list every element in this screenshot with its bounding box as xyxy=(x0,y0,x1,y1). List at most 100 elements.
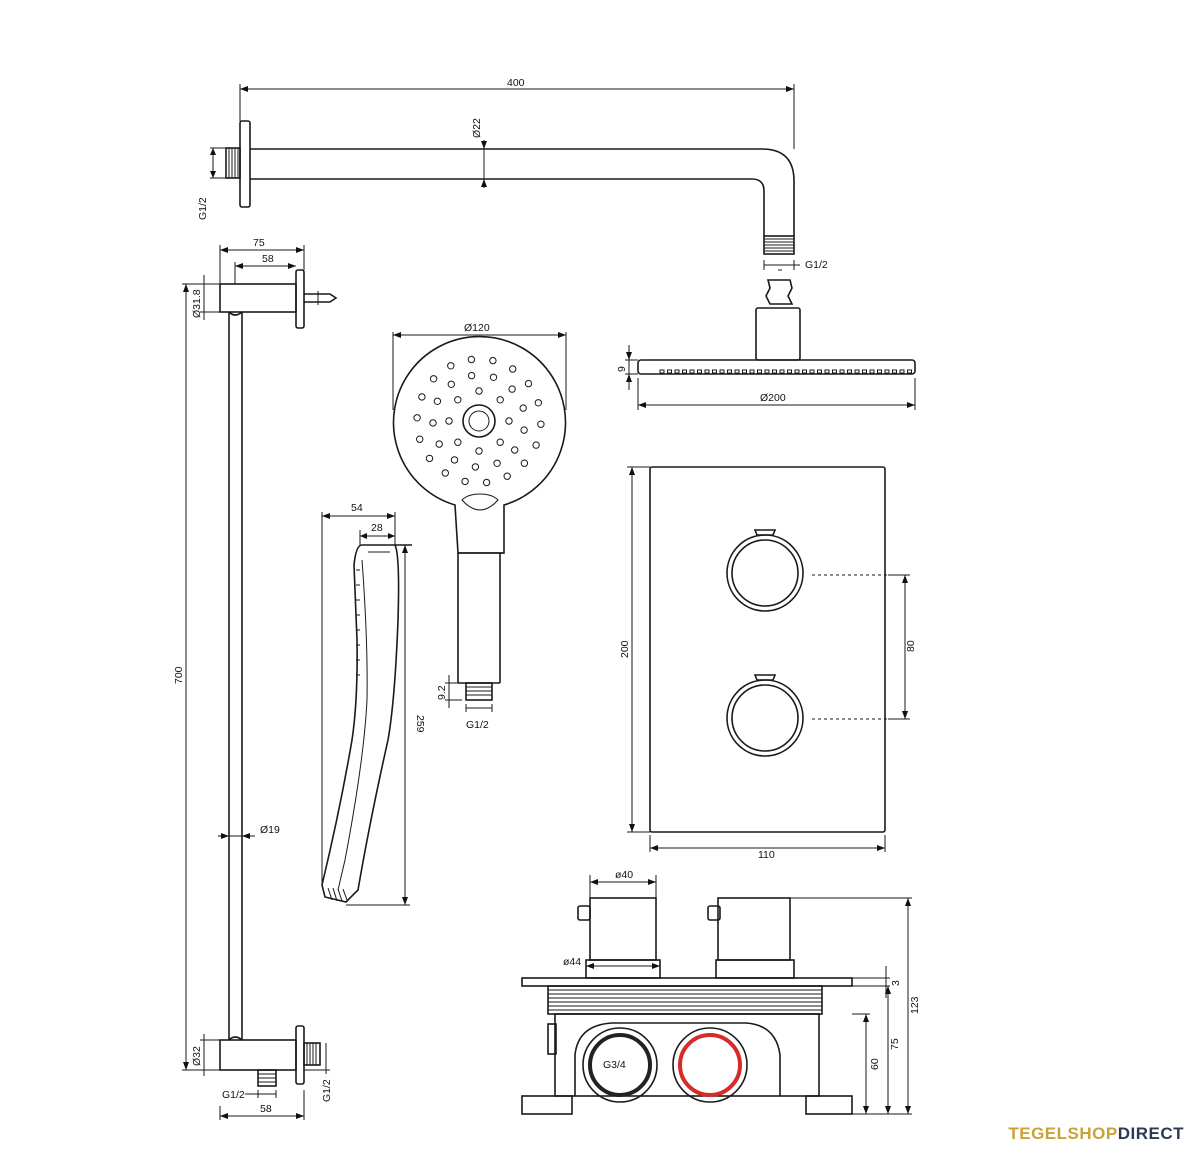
hand-length-label: 259 xyxy=(414,715,426,733)
head-nozzle xyxy=(884,369,890,374)
spray-nozzle xyxy=(467,355,476,364)
box-knob-diameter-label: ø40 xyxy=(615,869,633,881)
hand-conn-height-label: 9.2 xyxy=(436,685,448,700)
spray-nozzle xyxy=(471,463,480,471)
head-nozzle xyxy=(787,369,792,374)
head-nozzle xyxy=(907,369,912,374)
brand-part-1: TEGELSHOP xyxy=(1008,1124,1118,1143)
box-depth-label: 60 xyxy=(869,1058,881,1070)
spray-nozzle xyxy=(537,420,545,428)
spray-nozzle xyxy=(454,396,462,404)
arm-length-label: 400 xyxy=(507,77,525,89)
head-nozzle xyxy=(704,369,710,374)
box-flange-label: 3 xyxy=(890,980,902,986)
spray-nozzle xyxy=(447,380,455,388)
overhead-shower-head xyxy=(637,269,916,375)
head-nozzle xyxy=(877,369,882,374)
head-nozzle xyxy=(667,369,672,374)
hot-inlet-ring xyxy=(678,1033,742,1097)
spray-nozzle xyxy=(450,456,459,464)
arm-thread-label: G1/2 xyxy=(805,259,828,271)
spray-nozzle xyxy=(520,459,529,467)
concealed-box xyxy=(521,897,853,1115)
spray-nozzle xyxy=(418,393,426,401)
wall-thread-label: G1/2 xyxy=(197,197,209,220)
spray-nozzle xyxy=(496,438,504,446)
spray-nozzle xyxy=(461,477,469,486)
head-diameter-label: Ø200 xyxy=(760,392,786,404)
spray-nozzle xyxy=(429,419,437,427)
head-nozzle xyxy=(674,369,680,374)
head-nozzle xyxy=(689,369,695,374)
spray-nozzle xyxy=(482,478,491,487)
head-nozzle xyxy=(742,369,747,374)
spray-nozzle xyxy=(475,447,483,455)
spray-nozzle xyxy=(503,472,511,480)
spray-nozzle xyxy=(489,356,497,365)
plate-height-label: 200 xyxy=(619,640,631,658)
head-nozzle xyxy=(824,369,830,374)
head-nozzle xyxy=(659,369,665,374)
head-nozzle xyxy=(719,369,725,374)
brand-logo: TEGELSHOPDIRECT xyxy=(1008,1124,1184,1144)
rail-diameter-label: Ø19 xyxy=(260,824,280,836)
spray-nozzle xyxy=(435,440,443,448)
arm-diameter-label: Ø22 xyxy=(471,118,483,138)
head-nozzle xyxy=(712,369,717,374)
box-total-depth-label: 123 xyxy=(909,996,921,1014)
head-nozzle xyxy=(802,369,807,374)
rail-top-diameter-label: Ø31.8 xyxy=(191,289,203,318)
head-nozzle xyxy=(862,369,867,374)
spray-nozzle xyxy=(508,385,516,393)
hand-shower-front xyxy=(392,335,567,701)
head-nozzle xyxy=(847,369,852,374)
spray-nozzle xyxy=(441,469,449,477)
shower-arm xyxy=(225,120,795,255)
spray-nozzle xyxy=(496,396,504,404)
rail-length-label: 700 xyxy=(173,666,185,684)
spray-nozzle xyxy=(519,404,527,412)
slide-rail xyxy=(219,269,338,1087)
head-nozzle xyxy=(772,369,777,374)
spray-nozzle xyxy=(532,441,540,449)
plate-dimensions: 200 110 80 xyxy=(619,466,917,861)
head-nozzle xyxy=(727,369,732,374)
head-nozzle xyxy=(779,369,785,374)
head-dimensions: 9 Ø200 xyxy=(616,345,916,410)
spray-nozzle xyxy=(475,387,483,395)
rail-bottom-diameter-label: Ø32 xyxy=(191,1046,203,1066)
arm-dimensions: 400 Ø22 G1/2 G1/2 xyxy=(197,77,828,271)
spray-nozzle xyxy=(509,365,517,373)
head-nozzle xyxy=(734,369,740,374)
cold-inlet-ring xyxy=(588,1033,652,1097)
brand-part-2: DIRECT xyxy=(1117,1124,1184,1143)
head-nozzle xyxy=(817,369,822,374)
head-nozzle xyxy=(682,369,687,374)
plate-width-label: 110 xyxy=(758,849,775,861)
hand-front-dimensions: Ø120 9.2 G1/2 xyxy=(392,322,567,731)
spray-nozzle xyxy=(447,362,455,370)
head-nozzle xyxy=(764,369,770,374)
head-nozzle xyxy=(697,369,702,374)
head-nozzle xyxy=(869,369,875,374)
spray-nozzle xyxy=(433,397,442,405)
rail-bracket-inner-label: 58 xyxy=(262,253,274,265)
spray-nozzle xyxy=(505,417,513,425)
box-dimensions: ø40 ø44 G3/4 3 60 75 123 xyxy=(563,869,921,1115)
spray-nozzle xyxy=(524,379,533,388)
head-nozzle xyxy=(832,369,837,374)
spray-nozzle xyxy=(445,417,453,425)
knob-spacing-label: 80 xyxy=(905,640,917,652)
head-nozzle xyxy=(809,369,815,374)
hand-diameter-label: Ø120 xyxy=(464,322,490,334)
thermostat-plate xyxy=(649,466,890,833)
rail-bottom-width-label: 58 xyxy=(260,1103,272,1115)
head-nozzle xyxy=(899,369,905,374)
spray-nozzle xyxy=(425,454,434,463)
box-inlet-thread-label: G3/4 xyxy=(603,1059,626,1071)
head-nozzle xyxy=(757,369,762,374)
spray-nozzle xyxy=(467,371,476,380)
box-mid-depth-label: 75 xyxy=(889,1038,901,1050)
rail-bottom-thread-label: G1/2 xyxy=(222,1089,245,1101)
